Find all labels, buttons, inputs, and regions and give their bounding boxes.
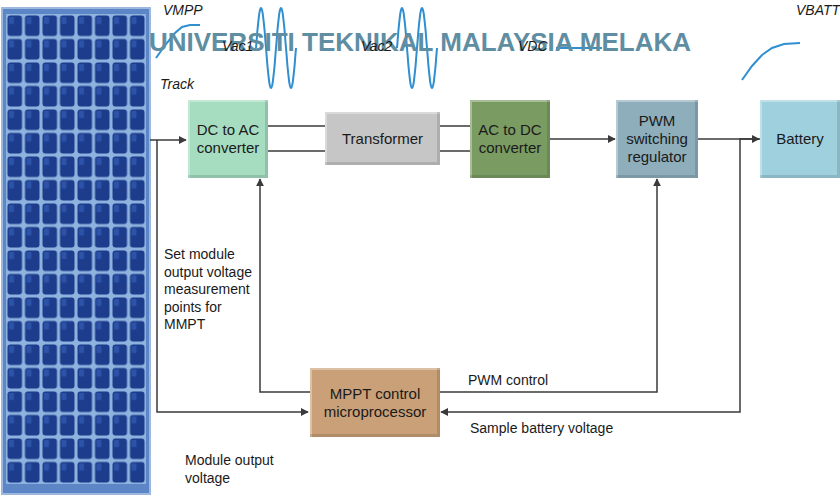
signal-name: VMPP (163, 2, 223, 20)
watermark: UNIVERSITI TEKNIKAL MALAYSIA MELAKA (0, 26, 840, 59)
sense-wire (157, 140, 308, 412)
process-box: PWM switching regulator (616, 100, 698, 178)
connector-line (268, 125, 325, 127)
connector (441, 139, 760, 412)
signal-name: VBATT (796, 2, 840, 20)
signal-name: Vac1 (222, 38, 262, 56)
battery-box: Battery (760, 100, 840, 178)
box-text: DC to AC converter (192, 121, 264, 157)
note: Module output voltage (185, 452, 305, 487)
solar-panel (2, 8, 150, 494)
connector (268, 126, 325, 151)
note: Set module output voltage measurement po… (164, 246, 256, 334)
signal-name: VDC (518, 38, 558, 56)
edge-label: PWM control (468, 372, 578, 390)
connector-line (440, 179, 657, 392)
box-text: AC to DC converter (474, 121, 546, 157)
signal-name: Track (160, 76, 220, 94)
box-text: PWM switching regulator (620, 112, 694, 166)
solar-cells (6, 14, 146, 484)
process-box: Transformer (325, 112, 440, 165)
connector-line (260, 179, 310, 392)
panel-wire (150, 139, 186, 141)
connector-line (440, 150, 470, 152)
process-box: AC to DC converter (470, 100, 550, 178)
signal-name: Vac2 (361, 38, 401, 56)
box-text: Transformer (342, 130, 423, 148)
connector (260, 179, 310, 392)
connector-line (440, 125, 470, 127)
connector-line (268, 150, 325, 152)
battery-charge-curve (742, 43, 800, 80)
connector (440, 126, 470, 151)
connector (440, 179, 657, 392)
process-box: DC to AC converter (188, 100, 268, 178)
connector-line (441, 139, 760, 412)
box-text: Battery (776, 130, 824, 148)
edge-label: Sample battery voltage (470, 420, 650, 438)
connector-line (550, 138, 615, 140)
connector (550, 139, 615, 140)
controller-box: MPPT control microprocessor (310, 368, 440, 437)
box-text: MPPT control microprocessor (314, 385, 436, 421)
